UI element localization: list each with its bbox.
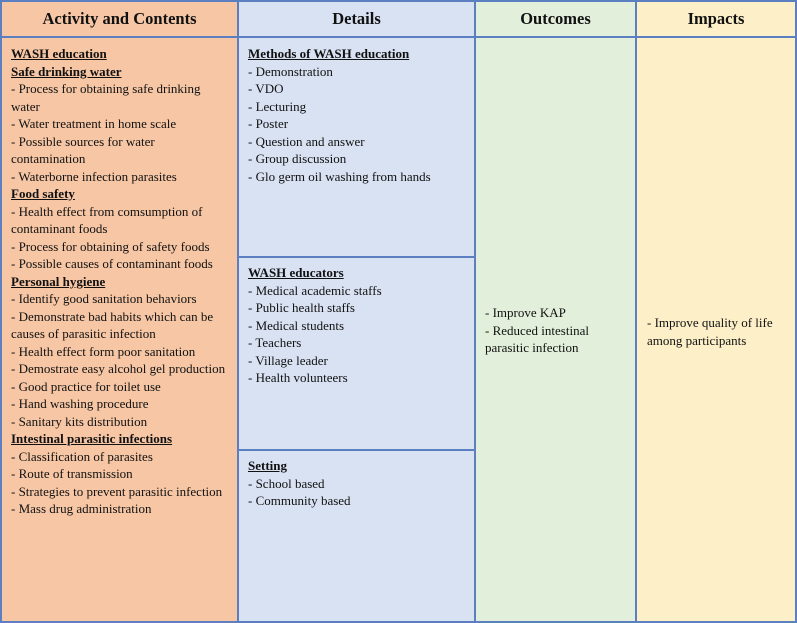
details-methods-heading: Methods of WASH education [248,46,410,61]
details-educators-cell: WASH educators - Medical academic staffs… [237,256,476,451]
list-item: - Water treatment in home scale [11,116,177,131]
list-item: - Possible sources for water contaminati… [11,133,155,167]
list-item: - Question and answer [248,133,365,149]
details-setting-cell: Setting - School based - Community based [237,449,476,623]
list-item: - Public health staffs [248,300,355,315]
list-item: - Sanitary kits distribution [11,413,148,429]
list-item: - Hand washing procedure [11,396,149,411]
list-item: - Medical academic staffs [248,282,382,298]
details-methods-cell: Methods of WASH education - Demonstratio… [237,36,476,258]
list-item: - Classification of parasites [11,448,153,464]
list-item: - Reduced intestinal parasitic infection [485,322,589,356]
details-educators-heading: WASH educators [248,265,344,280]
details-setting-heading: Setting [248,458,287,473]
activity-sections: Safe drinking water - Process for obtaini… [11,63,229,518]
list-item: - Health effect from comsumption of cont… [11,203,203,237]
list-item: - Poster [248,116,289,131]
list-item: - Teachers [248,335,302,350]
list-item: - Possible causes of contaminant foods [11,256,213,271]
impacts-column: - Improve quality of life among particip… [635,36,797,623]
list-item: - Identify good sanitation behaviors [11,291,197,306]
activity-section-heading: Safe drinking water [11,63,122,79]
details-educators-list: - Medical academic staffs - Public health… [248,282,466,387]
list-item: - Glo germ oil washing from hands [248,168,431,184]
activity-column: WASH education Safe drinking water - Proc… [0,36,239,623]
header-activity: Activity and Contents [0,0,239,38]
list-item: - Strategies to prevent parasitic infect… [11,483,223,499]
outcomes-list: - Improve KAP - Reduced intestinal parasi… [485,304,630,357]
list-item: - Medical students [248,317,345,333]
header-outcomes: Outcomes [474,0,637,38]
list-item: - Route of transmission [11,466,133,481]
list-item: - Health effect form poor sanitation [11,343,196,359]
details-setting-list: - School based - Community based [248,475,466,510]
outcomes-column: - Improve KAP - Reduced intestinal parasi… [474,36,637,623]
list-item: - Improve KAP [485,305,566,320]
header-details: Details [237,0,476,38]
impacts-list: - Improve quality of life among particip… [647,314,792,349]
list-item: - Process for obtaining of safety foods [11,238,210,254]
list-item: - Demonstrate bad habits which can be ca… [11,308,214,342]
list-item: - VDO [248,81,284,96]
activity-section-heading: Personal hygiene [11,273,106,289]
list-item: - Good practice for toilet use [11,378,161,394]
list-item: - Community based [248,493,351,508]
list-item: - Waterborne infection parasites [11,168,177,184]
list-item: - Village leader [248,352,328,368]
list-item: - Process for obtaining safe drinking wa… [11,81,201,114]
activity-title: WASH education [11,46,107,61]
list-item: - Group discussion [248,151,347,166]
activity-section-heading: Food safety [11,186,75,201]
list-item: - Lecturing [248,98,307,114]
details-methods-list: - Demonstration - VDO - Lecturing - Poster -… [248,63,466,186]
list-item: - Demonstration [248,63,333,79]
list-item: - Demostrate easy alcohol gel production [11,361,226,376]
list-item: - Mass drug administration [11,501,152,516]
list-item: - School based [248,475,325,491]
activity-section-heading: Intestinal parasitic infections [11,431,173,446]
list-item: - Improve quality of life among particip… [647,315,773,348]
header-impacts: Impacts [635,0,797,38]
list-item: - Health volunteers [248,370,348,385]
